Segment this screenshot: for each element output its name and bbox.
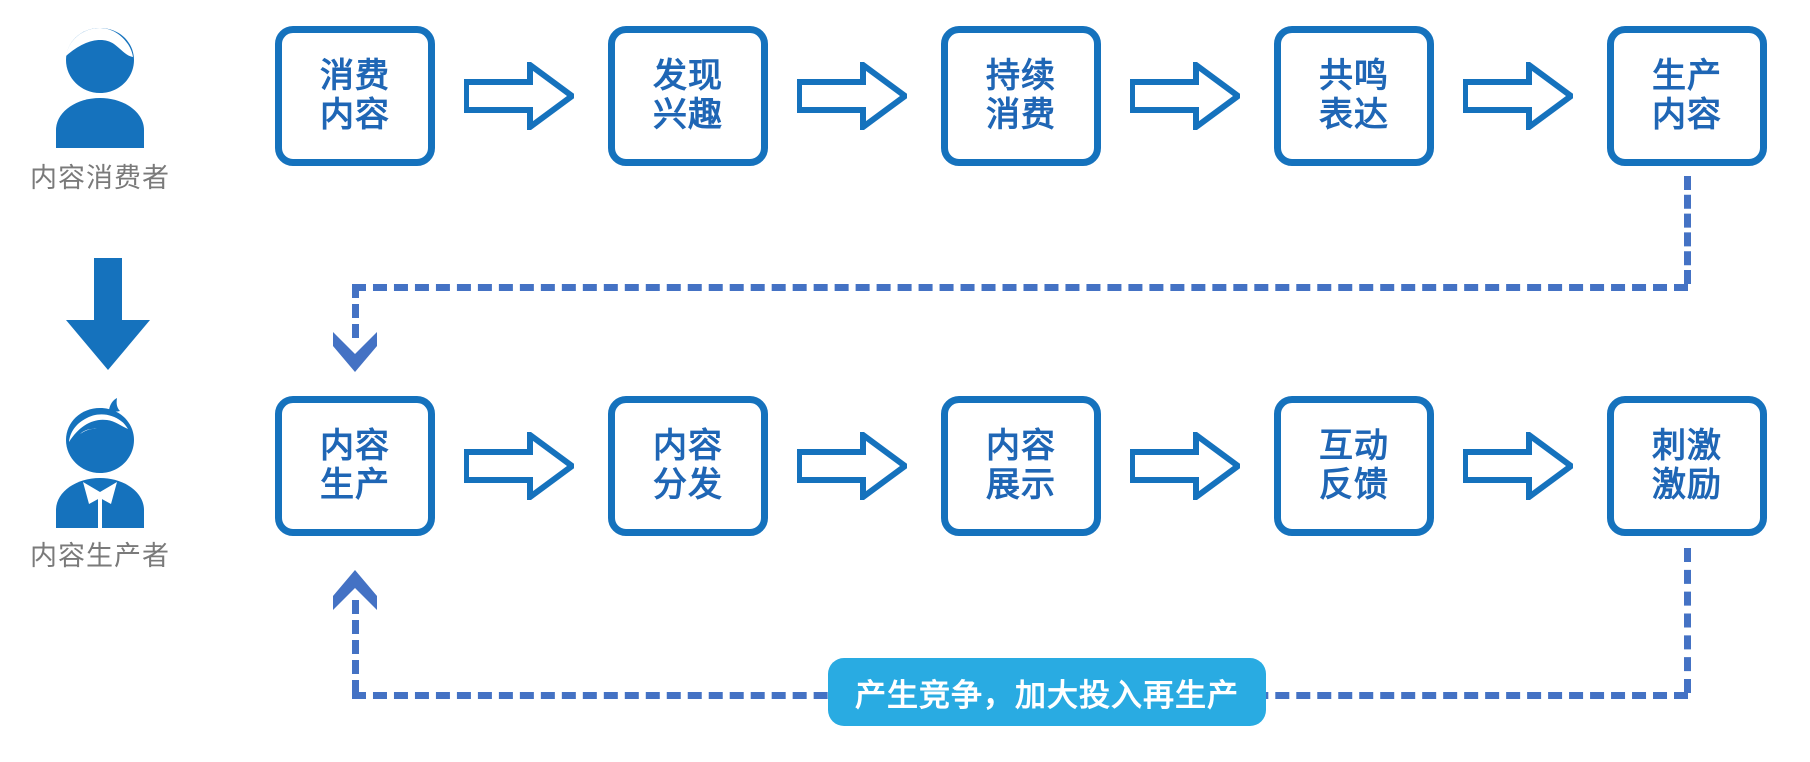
node-interaction-feedback[interactable]: 互动反馈 — [1274, 396, 1434, 536]
node-discover-interest[interactable]: 发现兴趣 — [608, 26, 768, 166]
persona-content-consumer: 内容消费者 — [0, 20, 210, 195]
node-resonance-expression[interactable]: 共鸣表达 — [1274, 26, 1434, 166]
node-consume-content[interactable]: 消费内容 — [275, 26, 435, 166]
node-label: 消费内容 — [320, 56, 390, 134]
persona-label: 内容消费者 — [30, 163, 170, 193]
flow-arrow-producer-2 — [797, 432, 907, 500]
person-bowtie-icon — [56, 398, 144, 528]
feedback-up-arrowhead-icon — [329, 566, 381, 612]
person-cap-icon — [56, 28, 144, 148]
node-label: 生产内容 — [1652, 56, 1722, 134]
node-label: 共鸣表达 — [1319, 56, 1389, 134]
node-label: 刺激激励 — [1652, 426, 1722, 504]
node-produce-content[interactable]: 生产内容 — [1607, 26, 1767, 166]
flow-arrow-consumer-1 — [464, 62, 574, 130]
persona-label: 内容生产者 — [30, 541, 170, 571]
node-label: 持续消费 — [986, 56, 1056, 134]
flow-arrow-producer-1 — [464, 432, 574, 500]
node-continuous-consumption[interactable]: 持续消费 — [941, 26, 1101, 166]
competition-banner[interactable]: 产生竞争，加大投入再生产 — [828, 658, 1266, 726]
node-stimulus-incentive[interactable]: 刺激激励 — [1607, 396, 1767, 536]
feedback-top-down-dash — [352, 284, 359, 338]
node-label: 内容展示 — [986, 426, 1056, 504]
node-label: 发现兴趣 — [653, 56, 723, 134]
feedback-top-horizontal-dash — [352, 284, 1688, 291]
feedback-down-arrowhead-icon — [329, 330, 381, 376]
node-label: 内容生产 — [320, 426, 390, 504]
node-label: 内容分发 — [653, 426, 723, 504]
flow-arrow-producer-4 — [1463, 432, 1573, 500]
persona-content-producer: 内容生产者 — [0, 398, 210, 573]
feedback-top-vertical-dash — [1684, 176, 1691, 284]
flow-arrow-producer-3 — [1130, 432, 1240, 500]
feedback-bottom-up-dash — [352, 600, 359, 694]
competition-banner-label: 产生竞争，加大投入再生产 — [855, 677, 1239, 713]
node-content-production[interactable]: 内容生产 — [275, 396, 435, 536]
flow-arrow-consumer-3 — [1130, 62, 1240, 130]
node-content-distribution[interactable]: 内容分发 — [608, 396, 768, 536]
flow-arrow-consumer-4 — [1463, 62, 1573, 130]
flow-arrow-consumer-2 — [797, 62, 907, 130]
node-label: 互动反馈 — [1319, 426, 1389, 504]
node-content-display[interactable]: 内容展示 — [941, 396, 1101, 536]
feedback-bottom-vertical-dash — [1684, 548, 1691, 693]
role-transition-down-arrow — [58, 258, 158, 373]
